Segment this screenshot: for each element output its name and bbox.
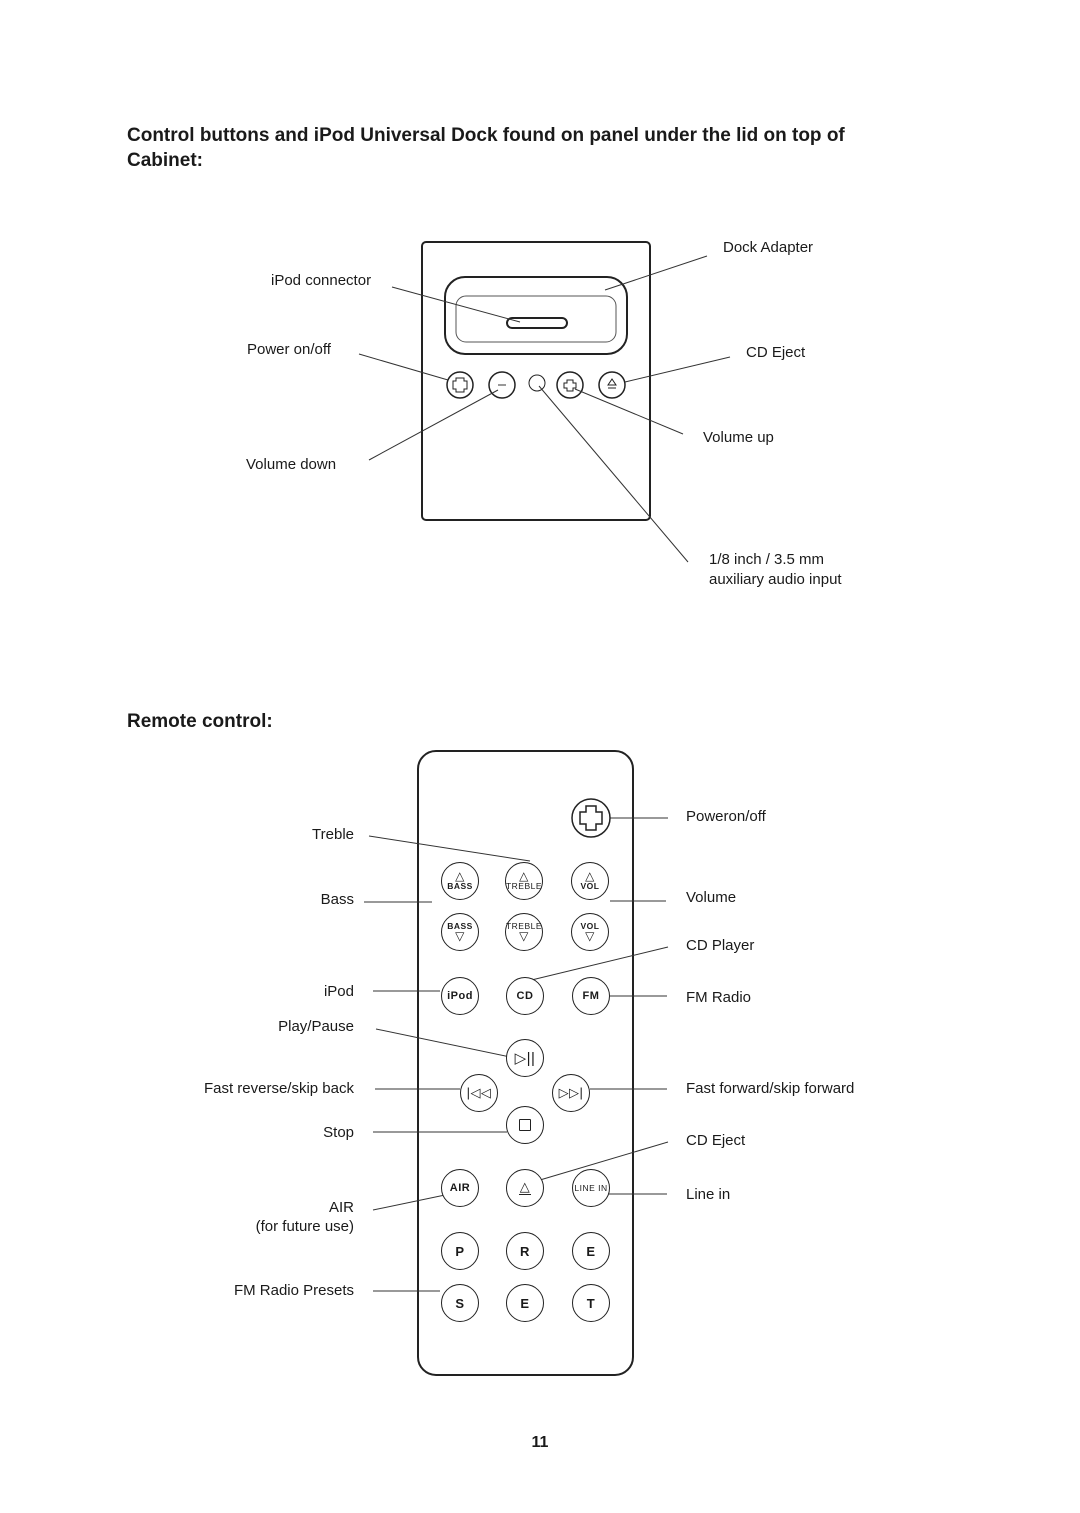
eject-icon: △ bbox=[519, 1178, 531, 1194]
cd-eject-label-dock: CD Eject bbox=[746, 344, 806, 361]
volume-label: Volume bbox=[686, 889, 737, 906]
dock-adapter-inner bbox=[455, 295, 617, 343]
vol-down-caption: VOL bbox=[580, 921, 600, 931]
volume-up-label: Volume up bbox=[703, 429, 774, 446]
vol-down-button[interactable]: VOL ▽ bbox=[571, 913, 609, 951]
down-triangle-icon: ▽ bbox=[519, 929, 529, 943]
remote-power-label: Poweron/off bbox=[686, 808, 766, 825]
treble-down-button[interactable]: TREBLE ▽ bbox=[505, 913, 543, 951]
aux-input-label-line2: auxiliary audio input bbox=[709, 571, 842, 588]
fm-radio-label: FM Radio bbox=[686, 989, 752, 1006]
fast-reverse-button[interactable]: |◁◁ bbox=[460, 1074, 498, 1112]
bass-down-button[interactable]: BASS ▽ bbox=[441, 913, 479, 951]
remote-section-heading: Remote control: bbox=[127, 711, 273, 732]
down-triangle-icon: ▽ bbox=[585, 929, 595, 943]
dock-section-heading: Control buttons and iPod Universal Dock … bbox=[127, 125, 845, 171]
dock-panel-diagram bbox=[358, 241, 731, 563]
play-pause-button[interactable]: ▷|| bbox=[506, 1039, 544, 1077]
dock-panel bbox=[421, 241, 651, 521]
cd-eject-button[interactable]: △ bbox=[506, 1169, 544, 1207]
treble-down-caption: TREBLE bbox=[505, 921, 543, 931]
preset-t-button[interactable]: T bbox=[572, 1284, 610, 1322]
cd-eject-label: CD Eject bbox=[686, 1132, 746, 1149]
ipod-label: iPod bbox=[323, 983, 354, 1000]
fast-reverse-label: Fast reverse/skip back bbox=[203, 1080, 354, 1097]
treble-up-button[interactable]: △ TREBLE bbox=[505, 862, 543, 900]
remote-power-icon bbox=[579, 805, 603, 831]
volume-down-button-dock bbox=[488, 371, 516, 399]
aux-input-label-line1: 1/8 inch / 3.5 mm bbox=[709, 551, 825, 568]
aux-input-jack bbox=[528, 374, 546, 392]
line-in-label: Line in bbox=[686, 1186, 731, 1203]
fast-forward-label: Fast forward/skip forward bbox=[686, 1080, 855, 1097]
vol-up-button[interactable]: △ VOL bbox=[571, 862, 609, 900]
air-note-label: (for future use) bbox=[255, 1218, 354, 1235]
line-in-caption: LINE IN bbox=[574, 1182, 608, 1193]
dock-adapter-outer bbox=[444, 276, 628, 355]
ipod-button[interactable]: iPod bbox=[441, 977, 479, 1015]
bass-label: Bass bbox=[320, 891, 354, 908]
up-triangle-icon: △ bbox=[585, 869, 595, 883]
preset-s-button[interactable]: S bbox=[441, 1284, 479, 1322]
treble-up-caption: TREBLE bbox=[505, 881, 543, 891]
cd-eject-button-dock bbox=[598, 371, 626, 399]
power-button-dock bbox=[446, 371, 474, 399]
preset-e-button[interactable]: E bbox=[572, 1232, 610, 1270]
skip-back-icon: |◁◁ bbox=[466, 1085, 492, 1100]
remote-diagram bbox=[364, 750, 669, 1376]
stop-label: Stop bbox=[323, 1124, 354, 1141]
fm-presets-label: FM Radio Presets bbox=[233, 1282, 354, 1299]
eject-icon bbox=[607, 378, 617, 389]
preset-e2-button[interactable]: E bbox=[506, 1284, 544, 1322]
volume-up-button-dock bbox=[556, 371, 584, 399]
line-in-button[interactable]: LINE IN bbox=[572, 1169, 610, 1207]
fm-button[interactable]: FM bbox=[572, 977, 610, 1015]
bass-up-button[interactable]: △ BASS bbox=[441, 862, 479, 900]
preset-r-button[interactable]: R bbox=[506, 1232, 544, 1270]
up-triangle-icon: △ bbox=[455, 869, 465, 883]
fast-forward-button[interactable]: ▷▷| bbox=[552, 1074, 590, 1112]
air-button[interactable]: AIR bbox=[441, 1169, 479, 1207]
down-triangle-icon: ▽ bbox=[455, 929, 465, 943]
remote-power-button bbox=[571, 798, 611, 838]
plus-icon bbox=[563, 379, 577, 392]
ipod-connector bbox=[506, 317, 568, 329]
dock-adapter-label: Dock Adapter bbox=[723, 239, 814, 256]
play-pause-icon: ▷|| bbox=[514, 1050, 536, 1067]
stop-button[interactable] bbox=[506, 1106, 544, 1144]
power-icon bbox=[452, 377, 468, 393]
volume-down-label: Volume down bbox=[246, 456, 337, 473]
stop-icon bbox=[519, 1119, 531, 1131]
vol-up-caption: VOL bbox=[580, 881, 600, 891]
remote-body bbox=[417, 750, 634, 1376]
skip-forward-icon: ▷▷| bbox=[558, 1085, 584, 1100]
bass-up-caption: BASS bbox=[447, 881, 473, 891]
play-pause-label: Play/Pause bbox=[278, 1018, 354, 1035]
treble-label: Treble bbox=[312, 826, 354, 843]
bass-down-caption: BASS bbox=[447, 921, 473, 931]
up-triangle-icon: △ bbox=[519, 869, 529, 883]
eject-bar-icon bbox=[519, 1193, 531, 1196]
air-label: AIR bbox=[328, 1199, 354, 1216]
power-label-dock: Power on/off bbox=[247, 341, 331, 358]
cd-player-label: CD Player bbox=[686, 937, 755, 954]
cd-button[interactable]: CD bbox=[506, 977, 544, 1015]
ipod-connector-label: iPod connector bbox=[271, 272, 372, 289]
page-number: 11 bbox=[531, 1434, 549, 1451]
preset-p-button[interactable]: P bbox=[441, 1232, 479, 1270]
